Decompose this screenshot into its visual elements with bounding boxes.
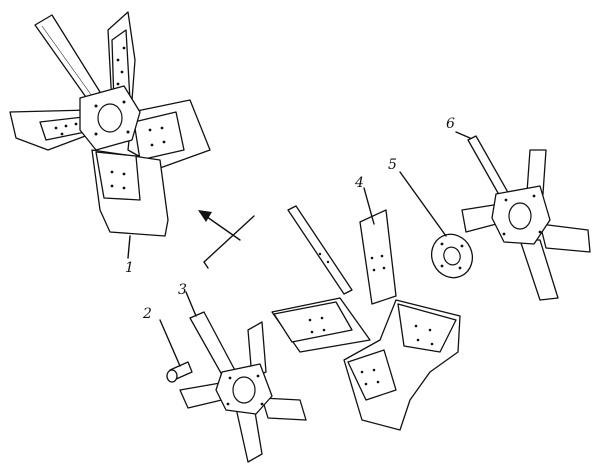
blade-flat (271, 297, 371, 353)
bolt (159, 319, 193, 383)
fan-spider-3 (179, 291, 307, 463)
blade-thin (287, 205, 353, 295)
callout-4: 4 (354, 175, 364, 191)
assembled-fan (9, 11, 211, 259)
washer-5 (399, 171, 474, 279)
callout-6: 6 (446, 116, 455, 132)
callout-5: 5 (388, 157, 397, 173)
callout-3: 3 (178, 282, 187, 298)
callout-2: 2 (142, 306, 152, 322)
explode-arrow (198, 210, 255, 269)
fan-spider-6 (455, 131, 591, 301)
blade-curved (343, 299, 461, 431)
blade-plate-4 (359, 187, 397, 305)
callout-1: 1 (125, 260, 134, 276)
